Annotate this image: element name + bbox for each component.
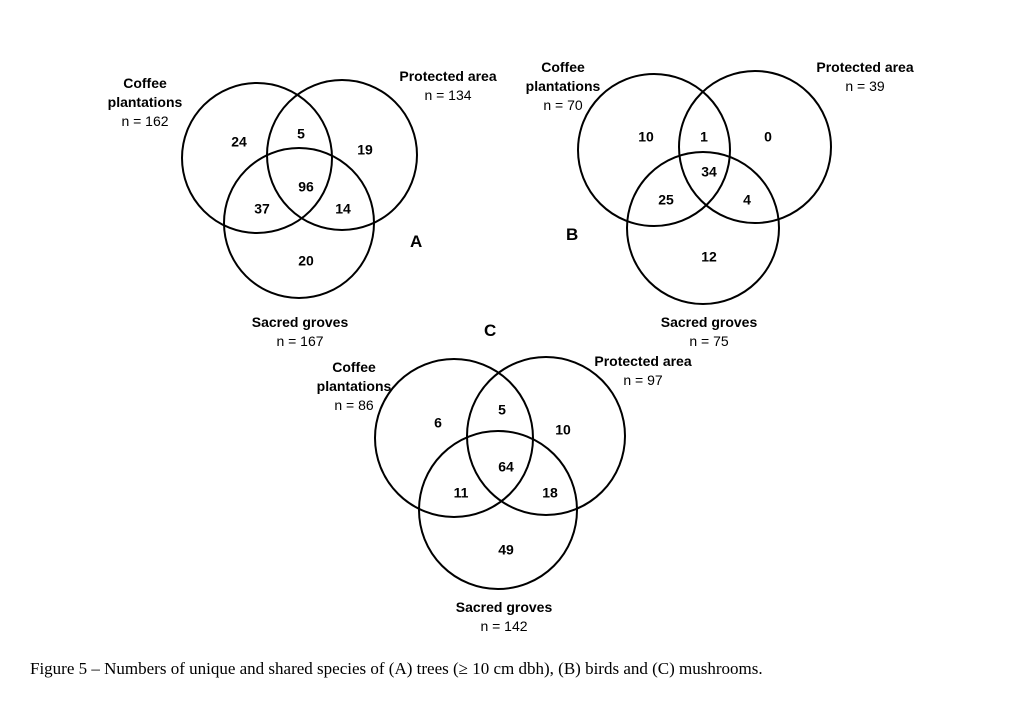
panel-a-coffee-protected-count: 5 (297, 126, 305, 142)
panel-c-coffee-circle (374, 358, 534, 518)
panel-a-coffee-only-count: 24 (231, 134, 247, 150)
panel-c-protected-sacred-count: 18 (542, 485, 558, 501)
panel-b-coffee-name: Coffee plantations (525, 59, 601, 94)
panel-a-coffee-sacred-count: 37 (254, 201, 270, 217)
panel-b-coffee-circle (577, 73, 731, 227)
panel-c-sacred-label: Sacred groves n = 142 (439, 598, 569, 636)
panel-c-protected-only-count: 10 (555, 422, 571, 438)
panel-a-protected-name: Protected area (399, 68, 497, 84)
panel-b-sacred-label: Sacred groves n = 75 (644, 313, 774, 351)
panel-b-protected-only-count: 0 (764, 129, 772, 145)
panel-c-coffee-only-count: 6 (434, 415, 442, 431)
panel-a-sacred-n: n = 167 (276, 333, 324, 349)
panel-a-coffee-circle (181, 82, 333, 234)
panel-b-protected-circle (678, 70, 832, 224)
panel-b-coffee-sacred-count: 25 (658, 192, 674, 208)
panel-c-coffee-n: n = 86 (334, 397, 374, 413)
panel-c-protected-n: n = 97 (623, 372, 663, 388)
panel-c-coffee-label: Coffee plantations n = 86 (304, 358, 404, 415)
panel-b-coffee-label: Coffee plantations n = 70 (513, 58, 613, 115)
panel-a-protected-n: n = 134 (424, 87, 472, 103)
panel-b-sacred-n: n = 75 (689, 333, 729, 349)
panel-c-sacred-circle (418, 430, 578, 590)
panel-c-sacred-n: n = 142 (480, 618, 528, 634)
panel-b-sacred-name: Sacred groves (660, 314, 758, 330)
panel-c-protected-name: Protected area (594, 353, 692, 369)
panel-b-all-three-count: 34 (701, 164, 717, 180)
panel-c-protected-label: Protected area n = 97 (578, 352, 708, 390)
panel-c-protected-circle (466, 356, 626, 516)
panel-a-coffee-name: Coffee plantations (107, 75, 183, 110)
panel-c-coffee-name: Coffee plantations (316, 359, 392, 394)
panel-a-protected-only-count: 19 (357, 142, 373, 158)
panel-b-sacred-only-count: 12 (701, 249, 717, 265)
panel-a-sacred-name: Sacred groves (251, 314, 349, 330)
panel-b-protected-sacred-count: 4 (743, 192, 751, 208)
panel-a-coffee-n: n = 162 (121, 113, 169, 129)
panel-c-all-three-count: 64 (498, 459, 514, 475)
panel-a-all-three-count: 96 (298, 179, 314, 195)
panel-a-coffee-label: Coffee plantations n = 162 (95, 74, 195, 131)
panel-b-letter: B (566, 225, 579, 244)
panel-a-letter: A (410, 232, 423, 251)
panel-a-protected-label: Protected area n = 134 (383, 67, 513, 105)
panel-c-letter: C (484, 321, 497, 340)
panel-a-sacred-only-count: 20 (298, 253, 314, 269)
panel-b-coffee-n: n = 70 (543, 97, 583, 113)
panel-c-coffee-sacred-count: 11 (454, 485, 469, 501)
panel-b-protected-name: Protected area (816, 59, 914, 75)
panel-b-coffee-protected-count: 1 (700, 129, 708, 145)
figure-caption: Figure 5 – Numbers of unique and shared … (30, 659, 763, 678)
panel-b-coffee-only-count: 10 (638, 129, 654, 145)
panel-c-coffee-protected-count: 5 (498, 402, 506, 418)
panel-a-sacred-circle (223, 147, 375, 299)
panel-a-protected-sacred-count: 14 (335, 201, 351, 217)
panel-a-sacred-label: Sacred groves n = 167 (235, 313, 365, 351)
panel-b-protected-label: Protected area n = 39 (800, 58, 930, 96)
panel-c-sacred-only-count: 49 (498, 542, 514, 558)
panel-b-protected-n: n = 39 (845, 78, 885, 94)
panel-b-sacred-circle (626, 151, 780, 305)
panel-c-sacred-name: Sacred groves (455, 599, 553, 615)
